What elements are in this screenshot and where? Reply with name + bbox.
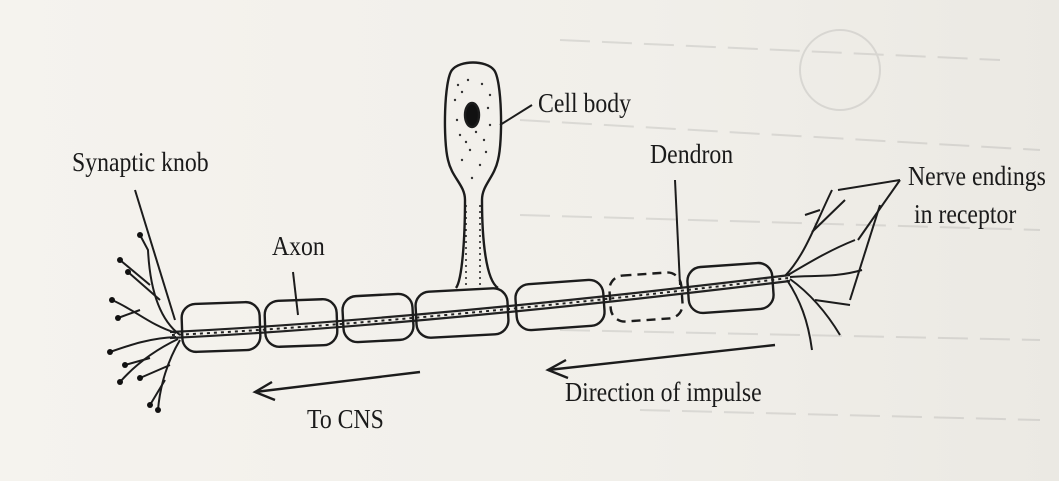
cell-body-stipple xyxy=(454,79,491,179)
nerve-endings-label: Nerve endings xyxy=(908,162,1046,192)
to-cns-arrow xyxy=(255,372,420,400)
axon-label: Axon xyxy=(272,232,325,262)
cell-body-label: Cell body xyxy=(538,89,631,119)
nerve-endings-branches xyxy=(785,190,862,350)
to-cns-label: To CNS xyxy=(307,405,384,435)
direction-of-impulse-label: Direction of impulse xyxy=(565,378,762,408)
in-receptor-label: in receptor xyxy=(914,200,1016,230)
dendron-label: Dendron xyxy=(650,140,733,170)
cell-body xyxy=(445,63,501,291)
synaptic-knob-label: Synaptic knob xyxy=(72,148,209,178)
direction-arrow xyxy=(548,345,775,378)
label-pointers xyxy=(135,105,900,320)
myelin-sheath xyxy=(181,262,774,352)
